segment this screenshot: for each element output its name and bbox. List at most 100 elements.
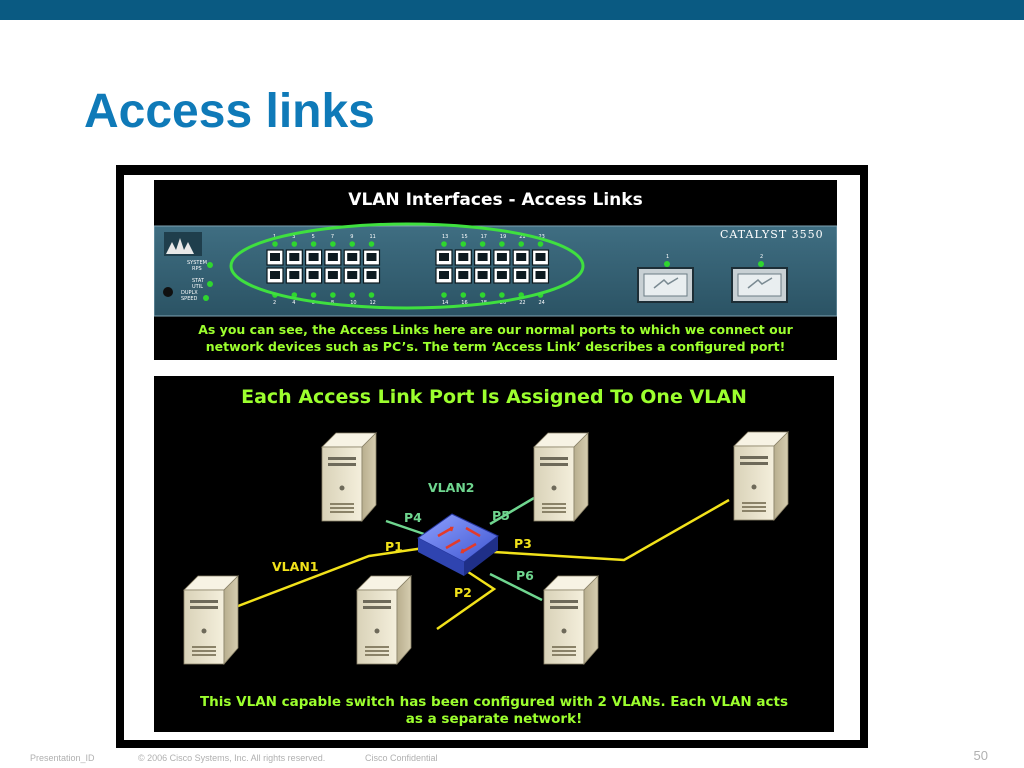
port-socket: [289, 271, 300, 279]
port-number: 24: [539, 300, 545, 306]
port-socket: [308, 253, 319, 261]
port-socket: [308, 271, 319, 279]
footer-copyright: © 2006 Cisco Systems, Inc. All rights re…: [138, 753, 326, 763]
link-p6: [489, 572, 543, 602]
uplink-module-1: 1: [637, 254, 694, 303]
port-led: [499, 241, 505, 247]
port-label-p3: P3: [514, 536, 532, 551]
port-led: [349, 241, 355, 247]
access-links-panel: VLAN Interfaces - Access Links SYSTEM RP…: [154, 180, 837, 360]
port-number: 23: [539, 234, 545, 240]
port-led: [272, 241, 278, 247]
led-label: UTIL: [192, 284, 203, 290]
port-socket: [289, 253, 300, 261]
port-socket: [270, 253, 280, 261]
server-icon: [356, 575, 412, 665]
port-number: 15: [461, 234, 467, 240]
port-socket: [327, 253, 338, 261]
page-number: 50: [973, 748, 988, 763]
port-led: [441, 292, 447, 298]
top-bar: [0, 0, 1024, 20]
port-led: [479, 292, 486, 298]
port-led: [330, 241, 336, 247]
port-socket: [477, 271, 488, 279]
led-label: SPEED: [181, 296, 198, 302]
port-number: 7: [331, 234, 334, 240]
led-label: SYSTEM: [187, 260, 207, 266]
port-led: [441, 241, 447, 247]
port-socket: [496, 271, 507, 279]
port-number: 5: [312, 234, 315, 240]
port-socket: [270, 271, 280, 279]
panel1-title: VLAN Interfaces - Access Links: [348, 190, 643, 210]
panel1-caption-line1: As you can see, the Access Links here ar…: [198, 322, 793, 337]
port-number: 20: [500, 300, 506, 306]
port-led: [291, 241, 298, 247]
vlan2-label: VLAN2: [428, 480, 474, 495]
port-number: 19: [500, 234, 506, 240]
panel2-caption-line1: This VLAN capable switch has been config…: [199, 694, 789, 710]
cisco-logo-icon: [164, 232, 202, 256]
port-led: [291, 292, 298, 298]
port-socket: [535, 253, 546, 261]
port-socket: [366, 271, 377, 279]
port-socket: [535, 271, 546, 279]
panel2-title: Each Access Link Port Is Assigned To One…: [241, 386, 747, 408]
port-led: [518, 241, 524, 247]
panel2-caption: This VLAN capable switch has been config…: [154, 694, 834, 728]
panel1-caption: As you can see, the Access Links here ar…: [154, 321, 837, 355]
uplink-number: 2: [760, 254, 763, 260]
port-led: [368, 241, 375, 247]
port-number: 2: [273, 300, 276, 306]
port-socket: [516, 271, 527, 279]
port-socket: [347, 253, 358, 261]
port-socket: [439, 253, 449, 261]
server-icon: [183, 575, 239, 665]
uplink-number: 1: [666, 254, 669, 260]
vlan1-label: VLAN1: [272, 559, 318, 574]
panel2-caption-line2: as a separate network!: [405, 711, 583, 727]
port-led: [368, 292, 375, 298]
port-number: 22: [519, 300, 525, 306]
footer-presentation-id: Presentation_ID: [30, 753, 95, 763]
port-label-p6: P6: [516, 568, 534, 583]
port-number: 4: [292, 300, 295, 306]
port-socket: [439, 271, 449, 279]
vlan-diagram-panel: Each Access Link Port Is Assigned To One…: [154, 376, 834, 732]
port-led: [499, 292, 505, 298]
switch-front-panel: SYSTEM RPS STAT UTIL DUPLX SPEED 1234567…: [154, 222, 837, 317]
port-led: [349, 292, 355, 298]
link-p1: [211, 546, 425, 618]
vlan-switch-icon: [417, 513, 499, 576]
port-led: [310, 292, 317, 298]
led-label: STAT: [192, 278, 205, 284]
vlan2-links: [385, 496, 543, 602]
port-led: [330, 292, 336, 298]
port-led: [460, 241, 467, 247]
server-icon: [543, 575, 599, 665]
server-icon: [533, 432, 589, 522]
led-labels: SYSTEM RPS STAT UTIL DUPLX SPEED: [181, 260, 207, 302]
port-label-p4: P4: [404, 510, 422, 525]
port-socket: [458, 253, 469, 261]
port-number: 9: [350, 234, 353, 240]
footer-confidential: Cisco Confidential: [365, 753, 438, 763]
port-socket: [516, 253, 527, 261]
port-number: 11: [370, 234, 376, 240]
link-p3: [493, 498, 730, 562]
panel1-caption-line2: network devices such as PC’s. The term ‘…: [205, 339, 786, 354]
port-led: [537, 241, 544, 247]
server-icon: [321, 432, 377, 522]
led-label: DUPLX: [181, 290, 198, 296]
led-label: RPS: [192, 266, 202, 272]
port-number: 13: [442, 234, 448, 240]
port-label-p5: P5: [492, 508, 510, 523]
port-number: 21: [519, 234, 525, 240]
slide-title: Access links: [84, 85, 375, 138]
port-label-p2: P2: [454, 585, 472, 600]
port-socket: [327, 271, 338, 279]
port-socket: [496, 253, 507, 261]
port-socket: [347, 271, 358, 279]
link-p2: [436, 564, 497, 631]
